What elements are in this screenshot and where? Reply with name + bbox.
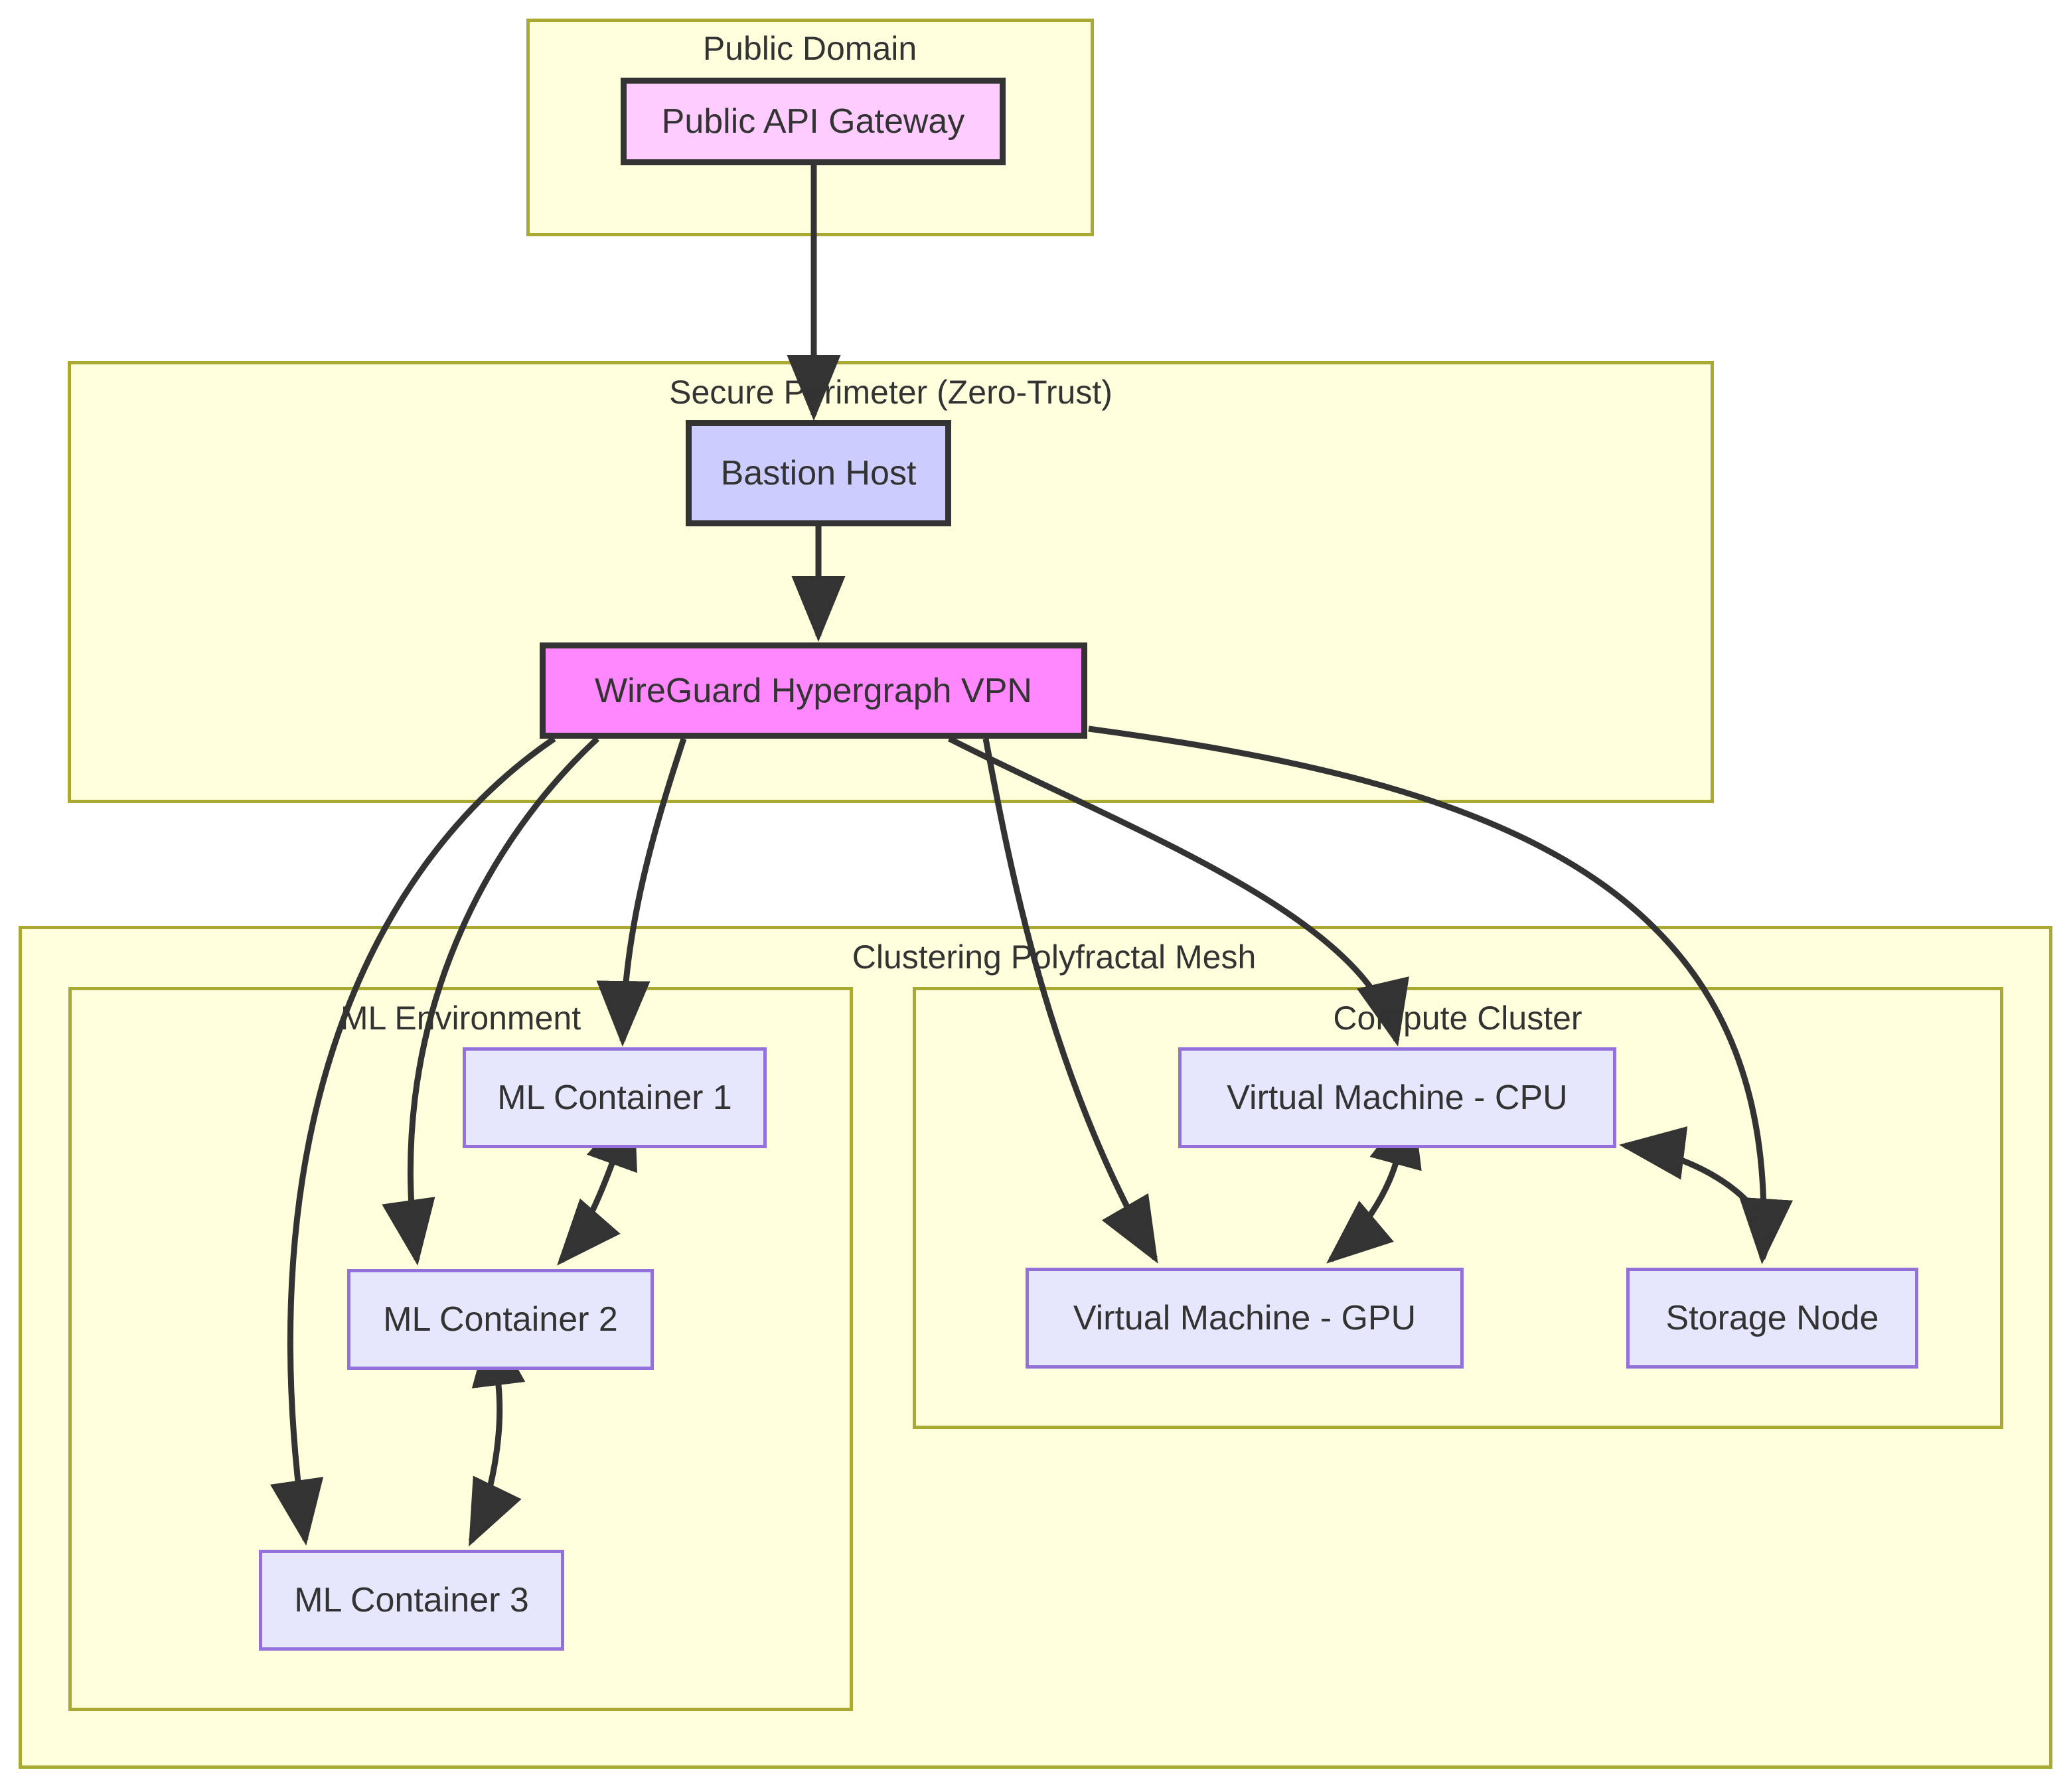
node-ml-container-1[interactable]: ML Container 1 bbox=[463, 1047, 767, 1148]
node-virtual-machine-gpu[interactable]: Virtual Machine - GPU bbox=[1026, 1268, 1464, 1369]
cluster-label-compute-cluster: Compute Cluster bbox=[1333, 1000, 1582, 1037]
cluster-label-public-domain: Public Domain bbox=[702, 30, 917, 67]
node-storage-node[interactable]: Storage Node bbox=[1626, 1268, 1918, 1369]
node-bastion-host[interactable]: Bastion Host bbox=[686, 420, 951, 526]
node-ml-container-3[interactable]: ML Container 3 bbox=[259, 1550, 564, 1651]
node-wireguard-hypergraph-vpn[interactable]: WireGuard Hypergraph VPN bbox=[540, 642, 1087, 739]
node-public-api-gateway[interactable]: Public API Gateway bbox=[621, 78, 1006, 165]
node-ml-container-2[interactable]: ML Container 2 bbox=[347, 1269, 654, 1370]
cluster-label-clustering-mesh: Clustering Polyfractal Mesh bbox=[852, 938, 1257, 976]
node-virtual-machine-cpu[interactable]: Virtual Machine - CPU bbox=[1178, 1047, 1616, 1148]
cluster-label-ml-environment: ML Environment bbox=[340, 1000, 581, 1037]
cluster-label-secure-perimeter: Secure Perimeter (Zero-Trust) bbox=[669, 374, 1112, 411]
